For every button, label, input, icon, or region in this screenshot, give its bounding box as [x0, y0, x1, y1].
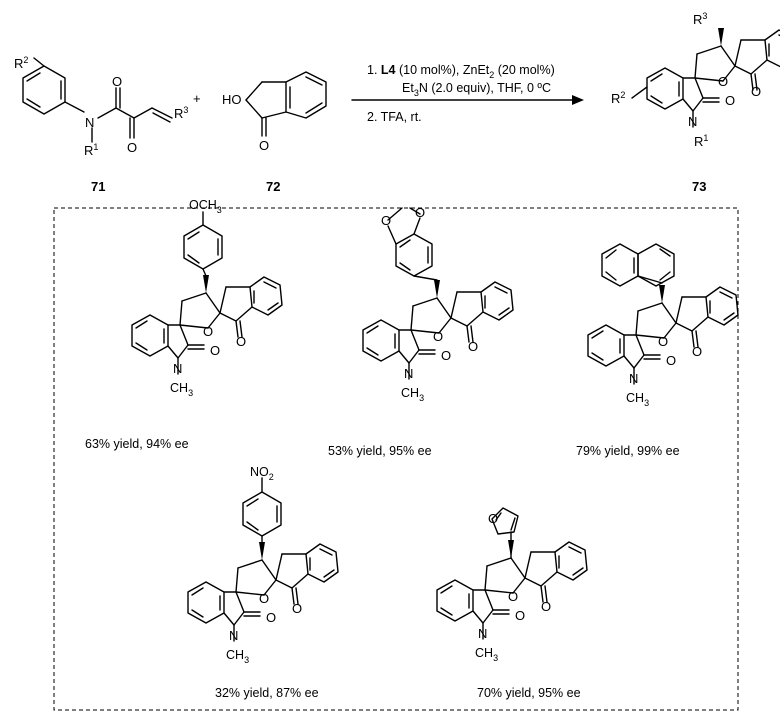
oxygen-label: O: [127, 140, 137, 155]
example-2-structure: [362, 207, 514, 380]
example-3-caption: 79% yield, 99% ee: [576, 444, 680, 458]
oxygen-label: O: [381, 213, 391, 228]
oxygen-label: O: [718, 74, 728, 89]
example-3-structure: [587, 243, 739, 385]
example-5-caption: 70% yield, 95% ee: [477, 686, 581, 700]
arrow-head: [572, 95, 584, 105]
compound-72-label: 72: [266, 179, 280, 194]
n-atom-label: N: [629, 371, 638, 386]
oxygen-label: O: [259, 138, 269, 153]
r3-label: R3: [693, 11, 707, 27]
hydroxyl-label: HO: [222, 92, 242, 107]
example-1-structure: [131, 211, 283, 375]
oxygen-label: O: [508, 589, 518, 604]
oxygen-label: O: [210, 343, 220, 358]
plus-sign: +: [193, 91, 201, 106]
oxygen-label: O: [692, 344, 702, 359]
example-1-caption: 63% yield, 94% ee: [85, 437, 189, 451]
substrate-scope-box: [53, 207, 739, 711]
r1-label: R1: [84, 142, 98, 158]
methyl-label: CH3: [170, 381, 193, 398]
compound-73-label: 73: [692, 179, 706, 194]
r3-label: R3: [174, 105, 188, 121]
oxygen-label: O: [658, 334, 668, 349]
reagent-72-structure: [245, 71, 327, 137]
methyl-label: CH3: [401, 386, 424, 403]
n-atom-label: N: [688, 114, 697, 129]
oxygen-label: O: [433, 329, 443, 344]
n-atom-label: N: [173, 361, 182, 376]
n-atom-label: N: [85, 115, 94, 130]
oxygen-label: O: [441, 348, 451, 363]
oxygen-label: O: [292, 601, 302, 616]
oxygen-label: O: [666, 353, 676, 368]
methyl-label: CH3: [226, 648, 249, 665]
methyl-label: CH3: [475, 646, 498, 663]
n-atom-label: N: [404, 366, 413, 381]
nitro-label: NO2: [250, 465, 274, 482]
condition-step-2: 2. TFA, rt.: [367, 110, 422, 124]
product-73-structure: [646, 27, 780, 128]
oxygen-label: O: [541, 599, 551, 614]
methoxy-label: OCH3: [189, 198, 222, 215]
oxygen-label: O: [468, 339, 478, 354]
compound-71-label: 71: [91, 179, 105, 194]
example-5-structure: [436, 507, 588, 640]
oxygen-label: O: [488, 511, 498, 526]
oxygen-label: O: [259, 591, 269, 606]
oxygen-label: O: [415, 205, 425, 220]
oxygen-label: O: [112, 74, 122, 89]
r1-label: R1: [694, 133, 708, 149]
r2-label: R2: [14, 55, 28, 71]
example-4-caption: 32% yield, 87% ee: [215, 686, 319, 700]
condition-step-1-line-2: Et3N (2.0 equiv), THF, 0 ºC: [402, 81, 551, 98]
n-atom-label: N: [478, 626, 487, 641]
oxygen-label: O: [236, 334, 246, 349]
methyl-label: CH3: [626, 391, 649, 408]
oxygen-label: O: [515, 608, 525, 623]
example-4-structure: [187, 477, 339, 642]
condition-step-1: 1. L4 (10 mol%), ZnEt2 (20 mol%): [367, 63, 555, 80]
example-2-caption: 53% yield, 95% ee: [328, 444, 432, 458]
r2-label: R2: [611, 90, 625, 106]
oxygen-label: O: [266, 610, 276, 625]
substrate-71-structure: [22, 57, 173, 143]
oxygen-label: O: [203, 324, 213, 339]
oxygen-label: O: [725, 93, 735, 108]
oxygen-label: O: [751, 84, 761, 99]
n-atom-label: N: [229, 628, 238, 643]
